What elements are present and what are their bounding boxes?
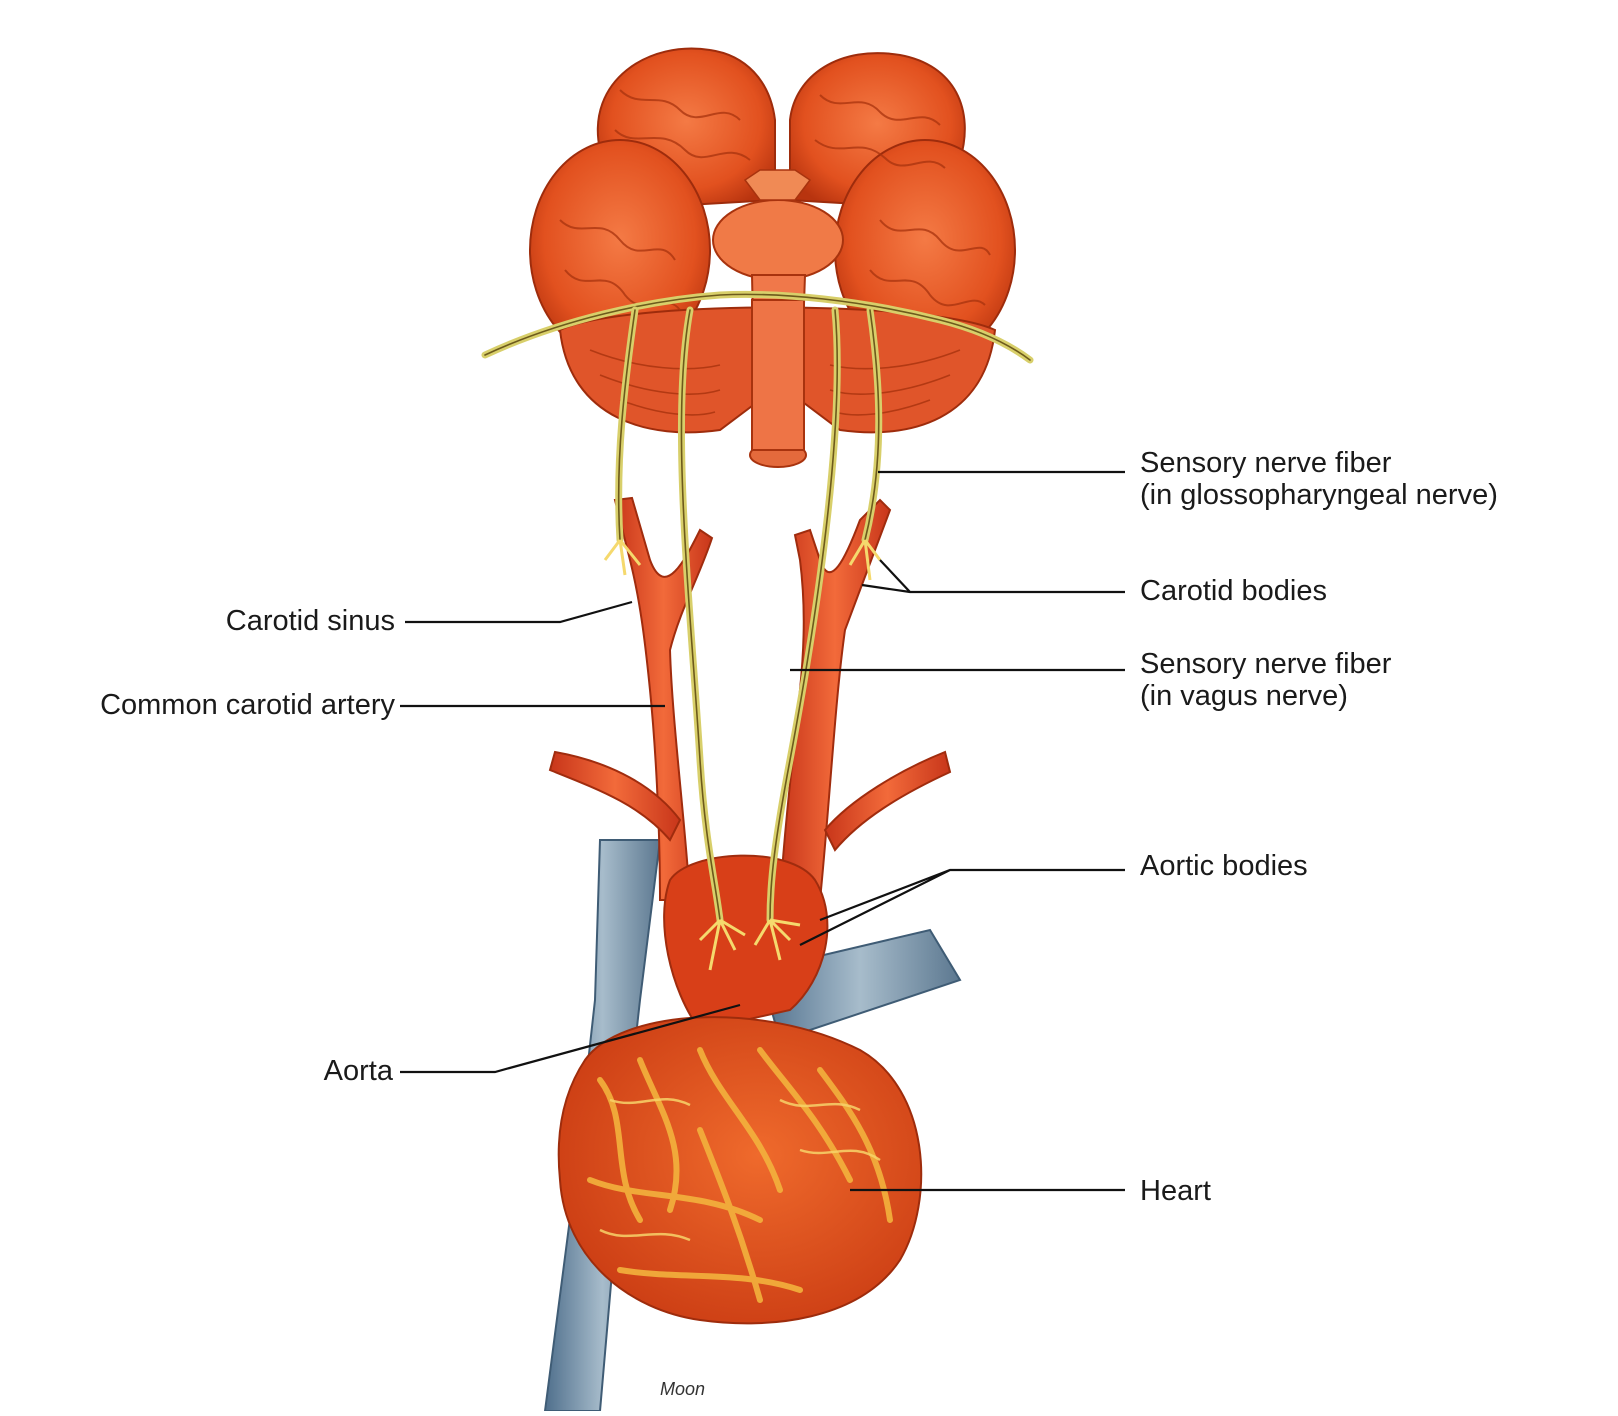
label-sensory-glosso-line2: (in glossopharyngeal nerve) <box>1140 479 1498 511</box>
label-aorta: Aorta <box>324 1055 394 1087</box>
label-carotid-bodies: Carotid bodies <box>1140 575 1327 607</box>
label-common-carotid-artery: Common carotid artery <box>100 689 395 721</box>
label-carotid-sinus: Carotid sinus <box>226 605 395 637</box>
heart <box>559 1017 921 1323</box>
label-heart: Heart <box>1140 1175 1211 1207</box>
brain <box>530 48 1015 467</box>
label-aortic-bodies: Aortic bodies <box>1140 850 1308 882</box>
label-sensory-vagus-line2: (in vagus nerve) <box>1140 680 1348 712</box>
artist-signature: Moon <box>660 1379 705 1399</box>
label-sensory-vagus-line1: Sensory nerve fiber <box>1140 648 1392 680</box>
label-sensory-glosso-line1: Sensory nerve fiber <box>1140 447 1392 479</box>
